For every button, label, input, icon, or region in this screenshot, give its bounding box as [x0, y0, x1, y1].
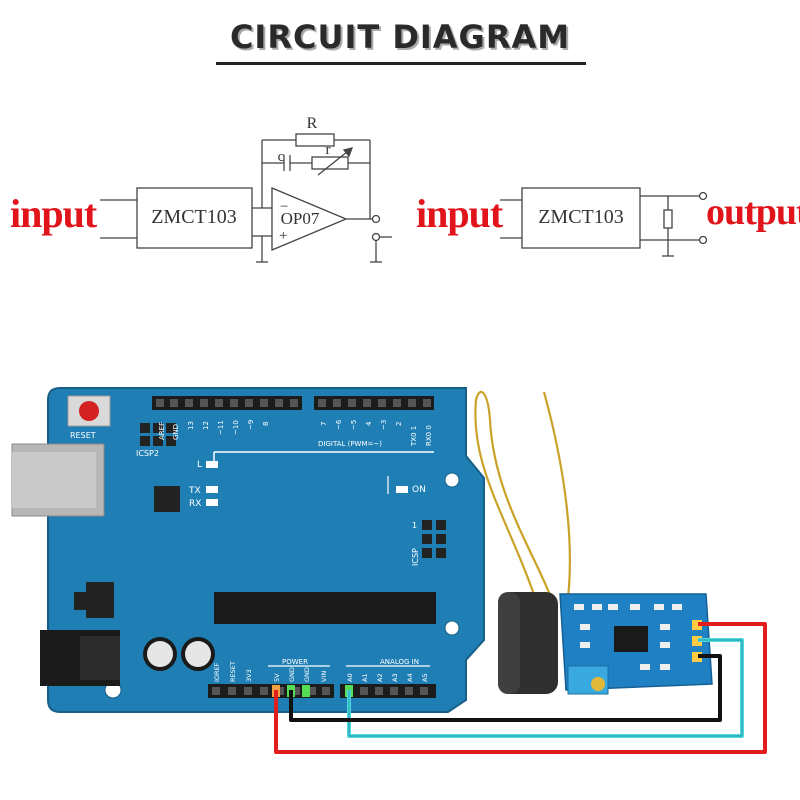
pin-label: ~5 — [350, 420, 358, 430]
pin-label: GND — [303, 667, 311, 682]
reset-label: RESET — [70, 431, 96, 440]
pin-label: A4 — [406, 673, 414, 682]
digital-header-right — [314, 396, 434, 410]
usb-chip — [154, 486, 180, 512]
pin-label: A3 — [391, 673, 399, 682]
pin-label: 12 — [202, 421, 210, 430]
resistor-R — [295, 133, 335, 147]
digital-label: DIGITAL (PWM=~) — [318, 440, 382, 448]
title-underline — [216, 62, 586, 65]
icsp-pin1-label: 1 — [412, 521, 417, 530]
pin-label: 5V — [273, 673, 281, 682]
resistor-R-label: R — [307, 115, 318, 132]
pin-label: A0 — [346, 673, 354, 682]
pin-label: 4 — [365, 421, 373, 426]
sensor-label-left: ZMCT103 — [151, 206, 237, 228]
output-label: output — [706, 191, 800, 233]
pin-label: RESET — [229, 661, 237, 682]
tx-led-label: TX — [188, 486, 201, 496]
pin-label: A2 — [376, 673, 384, 682]
load-resistor — [663, 209, 673, 229]
schematic-left — [100, 133, 392, 263]
pin-label: IOREF — [213, 662, 221, 682]
pin-label: A5 — [421, 673, 429, 682]
opamp-label: OP07 — [281, 209, 320, 228]
icsp-label: ICSP — [411, 548, 420, 566]
pin-label: A1 — [361, 673, 369, 682]
pin-label: ~11 — [217, 420, 225, 435]
schematic-right — [500, 187, 708, 257]
opamp-minus: − — [280, 199, 288, 215]
sensor-module — [474, 390, 713, 695]
arduino-board — [11, 387, 485, 713]
pin-label: 8 — [262, 422, 270, 426]
analog-label: ANALOG IN — [380, 658, 419, 666]
wiring — [274, 622, 767, 754]
coil-wire — [474, 390, 558, 613]
pin-label: ~9 — [247, 420, 255, 430]
opamp-plus: + — [279, 228, 287, 244]
atmega-chip — [214, 592, 436, 624]
pin-label: 13 — [187, 421, 195, 430]
zmct103-box-right — [521, 187, 641, 249]
pin-label: GND — [172, 424, 180, 440]
opamp-triangle — [271, 187, 348, 251]
pin-label: 3V3 — [245, 669, 253, 682]
pin-label: GND — [288, 667, 296, 682]
pin-label: AREF — [158, 422, 166, 440]
resistor-r-label: r — [326, 142, 331, 158]
pin-label: 7 — [320, 422, 328, 426]
pin-label: TX0 1 — [410, 426, 418, 447]
resistor-r — [311, 156, 349, 170]
on-led-label: ON — [412, 485, 426, 495]
zmct103-box-left — [136, 187, 253, 249]
capacitor-label: c — [278, 149, 285, 165]
page-title: CIRCUIT DIAGRAM — [229, 18, 571, 56]
pin-label: VIN — [320, 671, 328, 682]
l-led-label: L — [197, 460, 202, 470]
icsp2-label: ICSP2 — [136, 449, 159, 458]
sensor-label-right: ZMCT103 — [538, 206, 624, 228]
pin-label: RX0 0 — [425, 425, 433, 446]
pin-label: 2 — [395, 422, 403, 426]
rx-led-label: RX — [189, 499, 201, 509]
voltage-regulator — [86, 582, 114, 618]
pin-label: ~10 — [232, 420, 240, 435]
pin-label: ~6 — [335, 419, 343, 430]
input-label-left: input — [10, 191, 97, 236]
pin-label: ~3 — [380, 420, 388, 430]
input-label-right: input — [416, 191, 503, 236]
power-label: POWER — [282, 658, 308, 666]
